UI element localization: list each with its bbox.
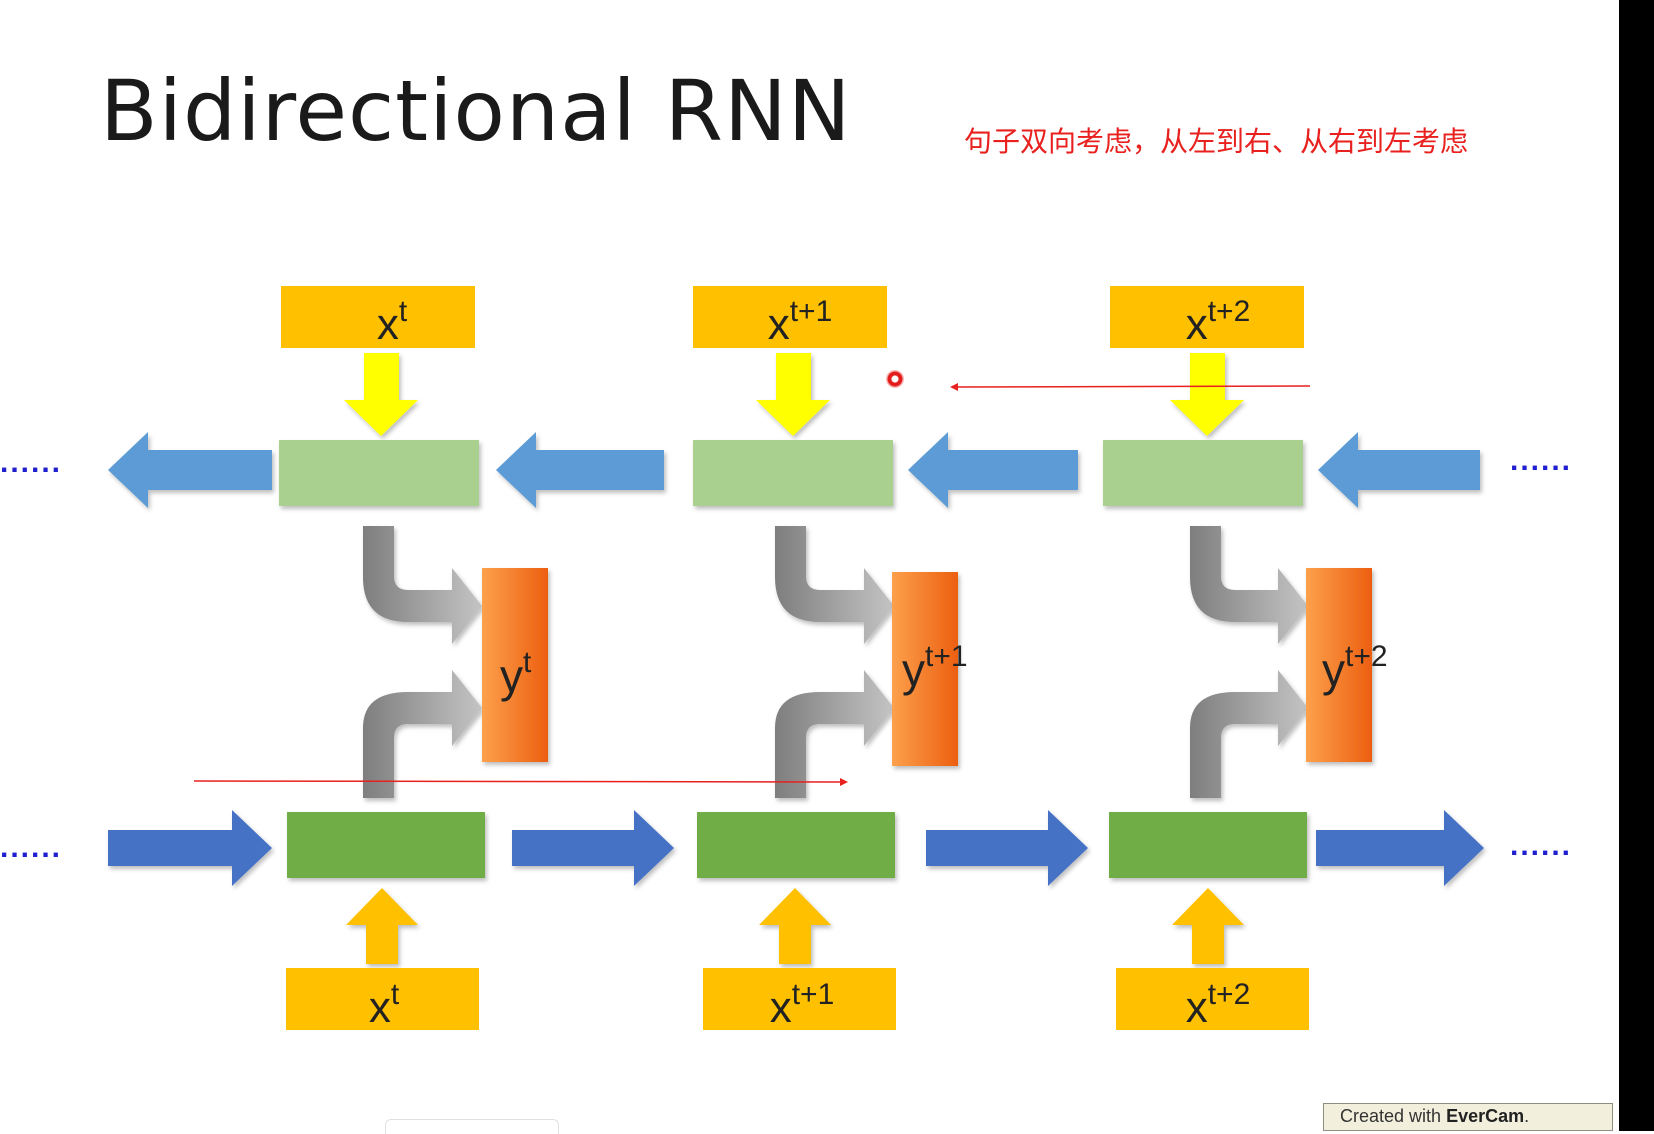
merge-arrow-from-backward-icon [775, 526, 894, 644]
timestep-column-3: xt+2 yt+2 xt+2 [1103, 286, 1388, 1032]
svg-text:yt+1: yt+1 [902, 640, 968, 696]
input-superscript: t [399, 295, 408, 328]
annotation-arrow-right-to-left [950, 383, 1311, 391]
svg-text:xt+1: xt+1 [768, 295, 833, 349]
output-box [482, 568, 548, 762]
merge-arrow-from-forward-icon [363, 670, 482, 798]
backward-arrow-icon [496, 432, 664, 508]
forward-arrow-left-icon [108, 810, 272, 886]
forward-arrow-right-icon [1316, 810, 1484, 886]
ellipsis-backward-left: ...... [0, 446, 62, 479]
merge-arrow-from-backward-icon [363, 526, 482, 644]
svg-text:xt: xt [377, 295, 408, 349]
svg-text:xt: xt [369, 978, 400, 1032]
output-label: y [1322, 644, 1345, 696]
svg-text:xt+2: xt+2 [1186, 978, 1251, 1032]
input-arrow-down-icon [1170, 353, 1244, 436]
input-label: x [770, 983, 792, 1032]
input-superscript: t+1 [792, 978, 835, 1011]
input-superscript: t+2 [1208, 978, 1251, 1011]
input-arrow-up-icon [346, 888, 418, 964]
svg-text:xt+1: xt+1 [770, 978, 835, 1032]
input-arrow-up-icon [1172, 888, 1244, 964]
annotation-arrow-left-to-right [193, 778, 848, 786]
ellipsis-backward-right: ...... [1510, 444, 1572, 477]
backward-arrow-icon [908, 432, 1078, 508]
forward-hidden-cell [1109, 812, 1307, 878]
input-label: x [1186, 300, 1208, 349]
input-label: x [377, 300, 399, 349]
input-superscript: t+2 [1208, 295, 1251, 328]
input-arrow-down-icon [344, 353, 418, 436]
input-superscript: t [391, 978, 400, 1011]
merge-arrow-from-forward-icon [1190, 670, 1308, 798]
ellipsis-forward-right: ...... [1510, 829, 1572, 862]
ellipsis-forward-left: ...... [0, 831, 62, 864]
input-label: x [369, 983, 391, 1032]
forward-hidden-cell [697, 812, 895, 878]
forward-hidden-cell [287, 812, 485, 878]
output-superscript: t+2 [1345, 640, 1388, 673]
timestep-column-2: xt+1 yt+1 xt+1 [693, 286, 968, 1032]
timestep-column-1: xt yt xt [279, 286, 548, 1032]
output-label: y [902, 644, 925, 696]
evercam-watermark: Created with EverCam. [1323, 1103, 1613, 1131]
forward-arrow-icon [512, 810, 674, 886]
laser-pointer [886, 370, 904, 388]
input-superscript: t+1 [790, 295, 833, 328]
merge-arrow-from-forward-icon [775, 670, 894, 798]
output-superscript: t [523, 646, 532, 679]
input-arrow-up-icon [759, 888, 831, 964]
input-box-top [281, 286, 475, 348]
window-edge [1619, 0, 1654, 1131]
input-box-top [1110, 286, 1304, 348]
output-superscript: t+1 [925, 640, 968, 673]
input-arrow-down-icon [756, 353, 830, 436]
input-label: x [768, 300, 790, 349]
backward-arrow-left-icon [108, 432, 272, 508]
input-label: x [1186, 983, 1208, 1032]
forward-arrow-icon [926, 810, 1088, 886]
input-box-bottom [286, 968, 479, 1030]
output-box [892, 572, 958, 766]
output-label: y [500, 650, 523, 702]
backward-hidden-cell [279, 440, 479, 506]
svg-text:xt+2: xt+2 [1186, 295, 1251, 349]
merge-arrow-from-backward-icon [1190, 526, 1308, 644]
backward-hidden-cell [693, 440, 893, 506]
backward-hidden-cell [1103, 440, 1303, 506]
input-box-top [693, 286, 887, 348]
svg-text:yt: yt [500, 646, 532, 702]
output-box [1306, 568, 1372, 762]
slide-footer-tab [385, 1119, 559, 1134]
input-box-bottom [1116, 968, 1309, 1030]
backward-arrow-right-icon [1318, 432, 1480, 508]
svg-text:yt+2: yt+2 [1322, 640, 1388, 696]
annotation-note: 句子双向考虑，从左到右、从右到左考虑 [964, 126, 1469, 157]
input-box-bottom [703, 968, 896, 1030]
slide-title: Bidirectional RNN [100, 62, 852, 160]
